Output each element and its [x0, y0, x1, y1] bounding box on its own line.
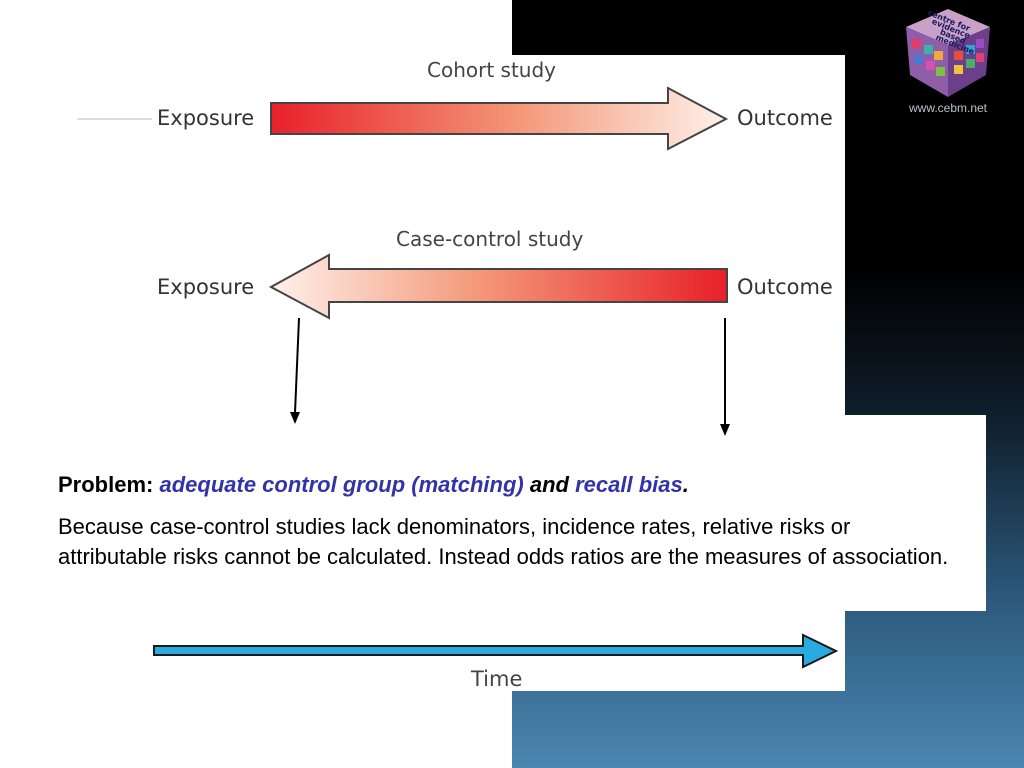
- problem-connector: and: [529, 472, 569, 497]
- top-left-panel: [0, 0, 512, 60]
- problem-item-recall-bias: recall bias: [575, 472, 683, 497]
- explanation-text-block: Problem: adequate control group (matchin…: [58, 470, 963, 572]
- logo-url[interactable]: www.cebm.net: [908, 101, 988, 115]
- explanation-paragraph: Because case-control studies lack denomi…: [58, 514, 949, 569]
- time-label: Time: [471, 667, 523, 691]
- case-control-arrow: [268, 253, 728, 320]
- cohort-outcome-label: Outcome: [737, 106, 833, 130]
- time-arrow: [153, 633, 839, 669]
- case-control-exposure-label: Exposure: [157, 275, 255, 299]
- exposure-down-arrow-line: [294, 317, 300, 414]
- problem-period: .: [682, 472, 689, 497]
- problem-label: Problem:: [58, 472, 154, 497]
- cohort-title: Cohort study: [427, 58, 557, 82]
- exposure-down-arrow-head: [290, 412, 300, 424]
- problem-item-control-group: adequate control group (matching): [159, 472, 524, 497]
- cohort-exposure-label: Exposure: [157, 106, 255, 130]
- case-control-title: Case-control study: [396, 227, 584, 251]
- cebm-logo-cube-icon: centre for evidence based medicine: [906, 8, 990, 97]
- outcome-down-arrow-head: [720, 424, 730, 436]
- text-panel: [40, 415, 986, 611]
- problem-statement: Problem: adequate control group (matchin…: [58, 470, 963, 500]
- case-control-outcome-label: Outcome: [737, 275, 833, 299]
- cohort-arrow: [270, 86, 729, 151]
